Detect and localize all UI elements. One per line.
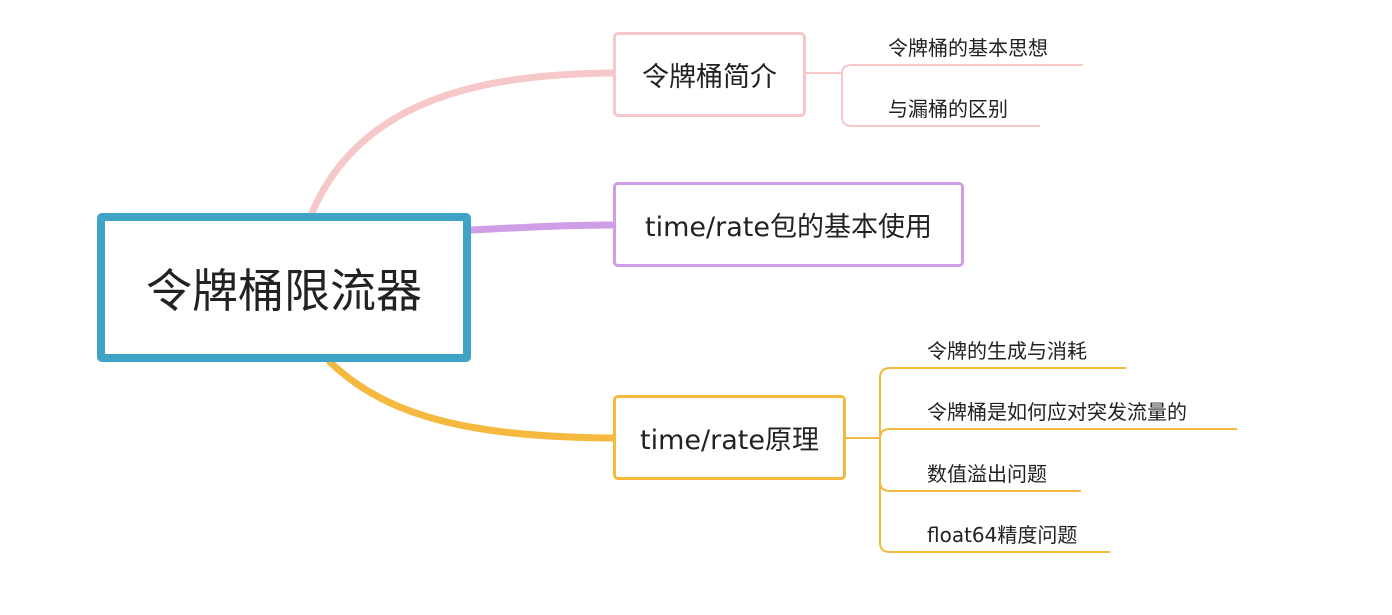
central-topic[interactable]: 令牌桶限流器: [97, 213, 471, 362]
subtopic-1-2[interactable]: 与漏桶的区别: [888, 97, 1008, 121]
branch-topic-2[interactable]: time/rate包的基本使用: [613, 182, 964, 267]
branch-topic-1[interactable]: 令牌桶简介: [613, 32, 806, 117]
subtopic-3-2[interactable]: 令牌桶是如何应对突发流量的: [927, 400, 1187, 424]
subtopic-3-1[interactable]: 令牌的生成与消耗: [927, 339, 1087, 363]
connector-central-branch-3: [326, 358, 617, 442]
connector-branch-1-child-2: [841, 73, 1040, 127]
connector-branch-3-child-1: [879, 367, 1126, 438]
connector-central-branch-2: [467, 221, 617, 234]
connector-branch-1-child-1: [841, 64, 1083, 74]
branch-topic-3[interactable]: time/rate原理: [613, 395, 846, 480]
connector-central-branch-1: [308, 69, 617, 217]
subtopic-1-1[interactable]: 令牌桶的基本思想: [888, 36, 1048, 60]
connector-branch-3-child-2: [879, 428, 1237, 439]
subtopic-3-4[interactable]: float64精度问题: [927, 523, 1078, 547]
subtopic-3-3[interactable]: 数值溢出问题: [927, 462, 1047, 486]
connector-branch-3-child-4: [879, 438, 1110, 553]
